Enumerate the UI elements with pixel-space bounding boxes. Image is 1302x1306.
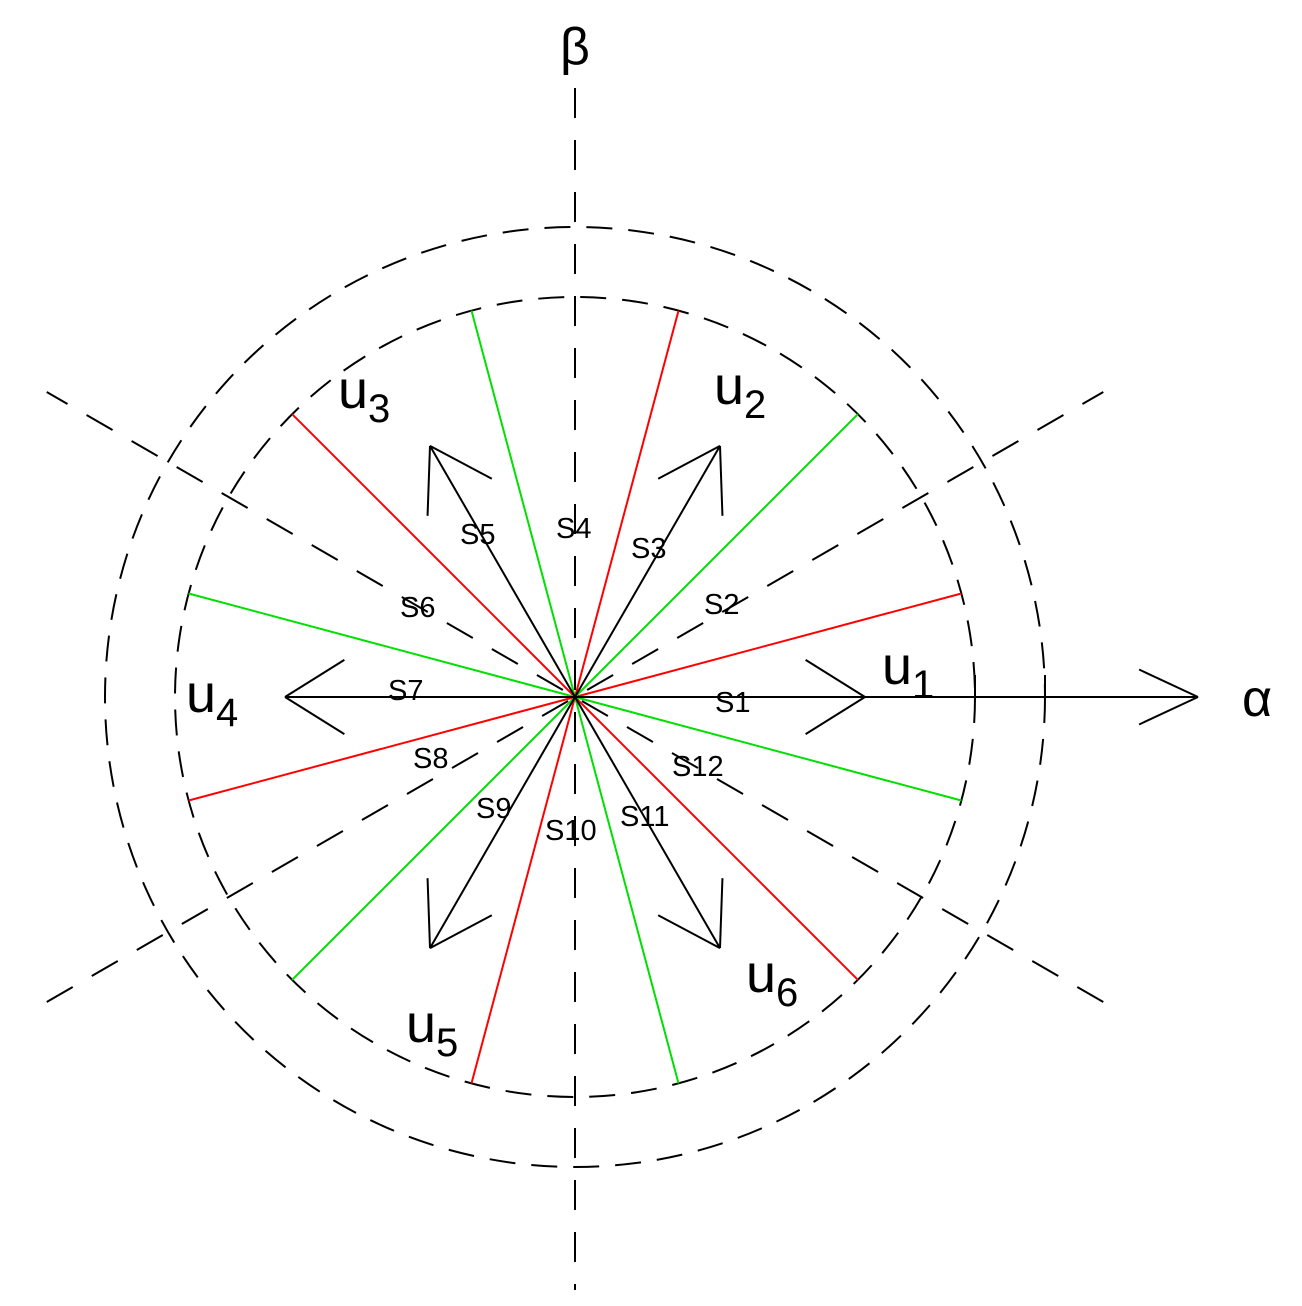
sector-label-s11: S11 bbox=[620, 801, 669, 833]
sector-boundaries bbox=[188, 310, 962, 1084]
vector-line-u6 bbox=[574, 696, 721, 949]
vector-arrowhead-u3-upper bbox=[429, 444, 493, 480]
vector-arrowhead-u5-upper bbox=[426, 878, 431, 949]
vector-label-u1: u1 bbox=[882, 636, 934, 707]
vector-arrowhead-u1-upper bbox=[805, 696, 866, 735]
sector-boundary-7 bbox=[188, 696, 576, 802]
sector-label-s8: S8 bbox=[413, 743, 448, 775]
sector-label-s10: S10 bbox=[545, 815, 597, 847]
vector-label-u5: u5 bbox=[406, 994, 458, 1065]
sector-label-s6: S6 bbox=[400, 592, 435, 624]
sector-label-s5: S5 bbox=[460, 519, 495, 551]
sector-boundary-4 bbox=[470, 310, 576, 698]
vector-line-u3 bbox=[429, 445, 576, 698]
alpha-axis-arrowhead-lower bbox=[1138, 668, 1199, 698]
vector-label-u4: u4 bbox=[186, 664, 238, 735]
sector-label-s7: S7 bbox=[388, 675, 423, 707]
sector-boundary-9 bbox=[470, 696, 576, 1084]
vector-line-u2 bbox=[574, 445, 721, 698]
vector-label-u6: u6 bbox=[746, 944, 798, 1015]
dashed-line-150 bbox=[46, 391, 1104, 1003]
sector-label-s12: S12 bbox=[672, 751, 724, 783]
dashed-hexagon-lines bbox=[46, 391, 1104, 1003]
sector-boundary-2 bbox=[574, 413, 859, 698]
sector-label-s9: S9 bbox=[476, 793, 511, 825]
vector-line-u5 bbox=[429, 696, 576, 949]
sector-boundary-1 bbox=[574, 592, 962, 698]
sector-boundary-3 bbox=[574, 310, 680, 698]
sector-boundary-10 bbox=[574, 696, 680, 1084]
vector-arrowhead-u6-upper bbox=[657, 914, 721, 950]
vector-label-u2: u2 bbox=[714, 356, 766, 427]
vector-arrows bbox=[284, 444, 866, 950]
vector-arrowhead-u2-upper bbox=[719, 445, 724, 516]
vector-arrowhead-u4-upper bbox=[284, 659, 345, 698]
vector-arrowhead-u4-lower bbox=[284, 696, 345, 735]
vector-arrowhead-u5-lower bbox=[429, 914, 493, 950]
vector-arrowhead-u3-lower bbox=[426, 445, 431, 516]
sector-boundary-8 bbox=[291, 696, 576, 981]
alpha-axis-label: α bbox=[1242, 670, 1272, 728]
vector-arrowhead-u6-lower bbox=[719, 878, 724, 949]
sector-boundary-12 bbox=[574, 696, 962, 802]
sector-label-s2: S2 bbox=[704, 589, 739, 621]
alpha-axis-arrowhead-upper bbox=[1138, 696, 1199, 726]
sector-label-s4: S4 bbox=[556, 513, 591, 545]
sector-label-s1: S1 bbox=[715, 687, 750, 719]
vector-label-u3: u3 bbox=[338, 360, 390, 431]
sector-label-s3: S3 bbox=[631, 533, 666, 565]
sector-boundary-11 bbox=[574, 696, 859, 981]
beta-axis-label: β bbox=[560, 18, 590, 76]
vector-arrowhead-u1-lower bbox=[805, 659, 866, 698]
dashed-line-30 bbox=[46, 391, 1104, 1003]
sector-boundary-6 bbox=[188, 592, 576, 698]
sector-boundary-5 bbox=[291, 413, 576, 698]
vector-arrowhead-u2-lower bbox=[657, 444, 721, 480]
